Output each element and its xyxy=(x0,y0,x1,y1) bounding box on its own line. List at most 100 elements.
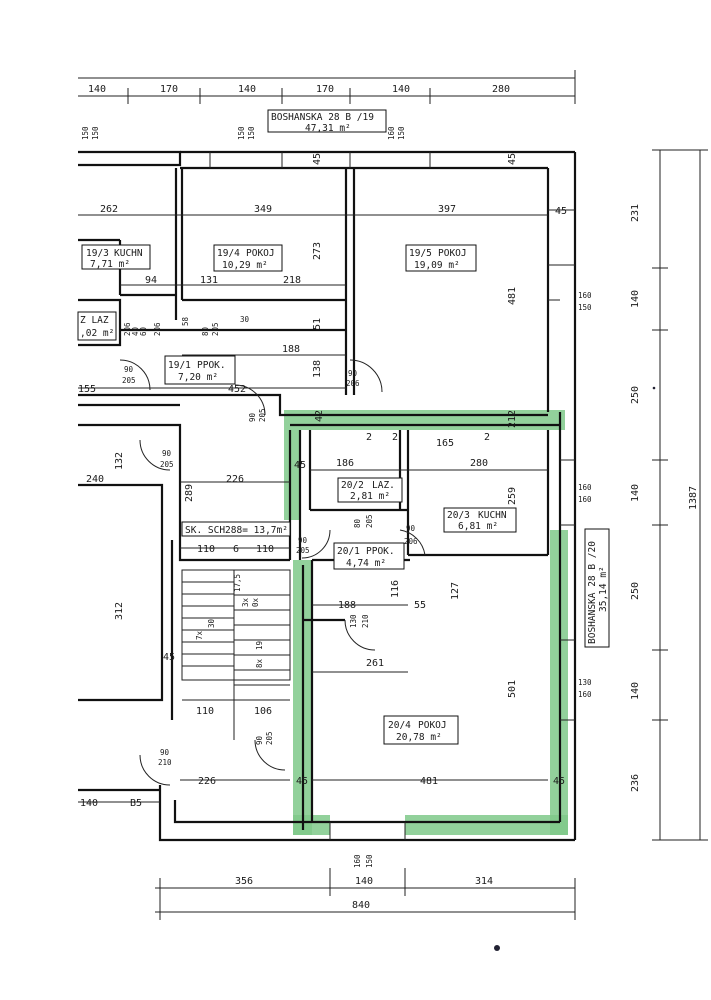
wall-marks: 150 150 150 150 160 150 160 150 160 160 … xyxy=(81,126,592,699)
dim-155: 155 xyxy=(78,384,96,395)
door-mark-23: 60 xyxy=(139,326,148,336)
dim-165: 165 xyxy=(436,438,454,449)
dim-188-top: 188 xyxy=(282,344,300,355)
wall-mark-12: 160 xyxy=(578,690,592,699)
room-19-1-label: 19/1 PPOK. 7,20 m² xyxy=(164,355,236,385)
door-mark-3: 90 xyxy=(348,369,358,378)
top-dim-4: 170 xyxy=(316,84,334,95)
wall-mark-10: 160 xyxy=(578,495,592,504)
bottom-wall-mark-1: 160 xyxy=(353,854,362,868)
top-dimension-line: 140 170 140 170 140 280 xyxy=(78,70,576,104)
room-20-3-code: 20/3 xyxy=(447,510,470,521)
room-20-1-area: 4,74 m² xyxy=(346,558,386,569)
dim-45-g: 45 xyxy=(507,153,518,165)
dim-481-bottom: 481 xyxy=(420,776,438,787)
room-19-4-area: 10,29 m² xyxy=(222,260,268,271)
room-20-1-name: PPOK. xyxy=(366,546,395,557)
dim-218: 218 xyxy=(283,275,301,286)
room-19-5-area: 19,09 m² xyxy=(414,260,460,271)
room-labels: 19/3 KUCHN 7,71 m² 19/4 POKOJ 10,29 m² 1… xyxy=(77,244,517,745)
room-20-3-label: 20/3 KUCHN 6,81 m² xyxy=(443,507,517,533)
dim-349: 349 xyxy=(254,204,272,215)
right-dim-2: 140 xyxy=(630,290,641,308)
dim-6: 6 xyxy=(233,544,239,555)
dim-280: 280 xyxy=(470,458,488,469)
dim-138: 138 xyxy=(312,360,323,378)
stair-mark-4: 7x xyxy=(195,630,204,640)
top-dim-1: 140 xyxy=(88,84,106,95)
room-19-5-code: 19/5 xyxy=(409,248,432,259)
right-dim-4: 140 xyxy=(630,484,641,502)
wall-mark-3: 150 xyxy=(237,126,246,140)
door-mark-10: 206 xyxy=(404,537,418,546)
door-mark-19: 90 xyxy=(124,365,134,374)
room-19-3-code: 19/3 xyxy=(86,248,109,259)
wall-mark-8: 150 xyxy=(578,303,592,312)
walls xyxy=(78,150,577,842)
stair-mark-1: 17,5 xyxy=(233,574,242,592)
dim-273: 273 xyxy=(312,242,323,260)
bottom-dim-1: 356 xyxy=(235,876,253,887)
door-mark-22: 205 xyxy=(211,322,220,336)
bottom-dim-2: 140 xyxy=(355,876,373,887)
door-mark-16: 210 xyxy=(361,614,370,628)
right-dim-1: 231 xyxy=(630,204,641,222)
right-dim-5: 250 xyxy=(630,582,641,600)
dim-94: 94 xyxy=(145,275,157,286)
room-19-4-label: 19/4 POKOJ 10,29 m² xyxy=(213,244,283,272)
unit-19-label: BOSHANSKA 28 B /19 47,31 m² xyxy=(267,109,387,134)
stair-mark-3: 0x xyxy=(251,597,260,607)
wall-mark-4: 150 xyxy=(247,126,256,140)
door-mark-14: 210 xyxy=(158,758,172,767)
bottom-wall-mark-2: 150 xyxy=(365,854,374,868)
dim-262: 262 xyxy=(100,204,118,215)
room-20-3-name: KUCHN xyxy=(478,510,507,521)
door-mark-28: 30 xyxy=(240,315,250,324)
left-bottom-dim-2: B5 xyxy=(130,798,142,809)
unit-20-area: 35,14 m² xyxy=(598,566,609,612)
dim-212: 212 xyxy=(507,410,518,428)
room-20-2-code: 20/2 xyxy=(341,480,364,491)
room-19-4-name: POKOJ xyxy=(246,248,275,259)
dim-481-top: 481 xyxy=(507,287,518,305)
dim-42: 42 xyxy=(314,410,325,422)
door-mark-13: 90 xyxy=(160,748,170,757)
partial-room-name: Z LAZ xyxy=(80,315,109,326)
dim-397: 397 xyxy=(438,204,456,215)
dim-132: 132 xyxy=(114,452,125,470)
dim-452: 452 xyxy=(228,384,246,395)
unit-20-label: BOSHANSKA 28 B /20 35,14 m² xyxy=(584,528,610,648)
wall-mark-5: 160 xyxy=(387,126,396,140)
dim-110-c: 110 xyxy=(196,706,214,717)
room-19-4-code: 19/4 xyxy=(217,248,240,259)
door-mark-26: 206 xyxy=(123,322,132,336)
dim-226-bottom: 226 xyxy=(198,776,216,787)
room-19-1-code: 19/1 xyxy=(168,360,191,371)
partial-room-area: ,02 m² xyxy=(80,328,114,339)
door-mark-5: 90 xyxy=(162,449,172,458)
door-mark-6: 205 xyxy=(160,460,174,469)
stair-area-label: SK. SCH288= 13,7m² xyxy=(181,521,291,537)
door-mark-12: 205 xyxy=(296,546,310,555)
right-dimension-line: 231 140 250 140 250 140 236 1387 xyxy=(630,149,708,841)
dim-127: 127 xyxy=(450,582,461,600)
room-19-3-area: 7,71 m² xyxy=(90,259,130,270)
right-dim-7: 236 xyxy=(630,774,641,792)
stair-mark-5: 30 xyxy=(207,618,216,628)
inner-dimensions: 262 349 397 94 131 218 273 481 188 51 13… xyxy=(78,153,567,787)
unit-19-area: 47,31 m² xyxy=(305,123,351,134)
top-dim-3: 140 xyxy=(238,84,256,95)
room-19-5-name: POKOJ xyxy=(438,248,467,259)
room-20-1-label: 20/1 PPOK. 4,74 m² xyxy=(333,542,405,570)
dim-55: 55 xyxy=(414,600,426,611)
dim-45-f: 45 xyxy=(312,153,323,165)
dim-240: 240 xyxy=(86,474,104,485)
door-mark-20: 205 xyxy=(122,376,136,385)
room-20-3-area: 6,81 m² xyxy=(458,521,498,532)
door-mark-18: 205 xyxy=(265,731,274,745)
room-19-3-label: 19/3 KUCHN 7,71 m² xyxy=(81,244,151,270)
unit-20-highlight xyxy=(284,410,568,835)
dim-106: 106 xyxy=(254,706,272,717)
room-20-4-name: POKOJ xyxy=(418,720,447,731)
